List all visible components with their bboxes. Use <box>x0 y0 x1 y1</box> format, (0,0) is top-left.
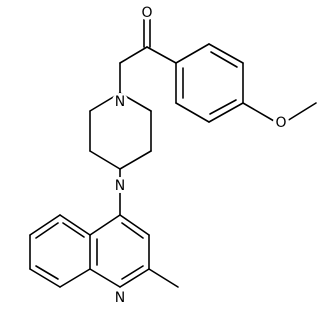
quinoline-n-label: N <box>115 290 125 306</box>
piperazine-n4-label: N <box>115 178 125 194</box>
bond-ar1 <box>175 43 210 64</box>
atom-piperazine-n1: N <box>112 93 128 110</box>
bond-q1 <box>119 214 150 236</box>
bond-b-inner1 <box>35 222 59 239</box>
carbonyl-oxygen-label: O <box>141 5 152 21</box>
piperazine-n1-label: N <box>115 94 125 110</box>
bond-b4 <box>29 268 61 288</box>
bond-q4 <box>89 268 121 288</box>
bond-ar5 <box>175 102 210 123</box>
ether-oxygen-label: O <box>275 115 286 131</box>
bond-q-inner2 <box>121 265 144 280</box>
atom-quinoline-n: N <box>112 289 128 306</box>
bond-pip4 <box>89 150 121 170</box>
bond-b-inner2 <box>35 265 59 280</box>
bond-ar-inner2 <box>209 99 237 115</box>
bond-b2 <box>29 214 61 236</box>
bond-q3 <box>119 268 150 288</box>
bonds <box>29 18 317 288</box>
bond-q-inner1 <box>121 222 144 239</box>
atom-ether-oxygen: O <box>273 114 289 131</box>
bond-b-inner3 <box>62 222 85 238</box>
bond-co-ch2 <box>119 46 148 64</box>
bond-pip3 <box>119 150 152 170</box>
bond-q6 <box>89 214 121 236</box>
bond-ar4 <box>208 102 244 123</box>
atom-carbonyl-oxygen: O <box>139 4 155 21</box>
bond-o-ch3 <box>286 102 317 122</box>
bond-ar-o <box>242 102 275 122</box>
bond-c2-ch3 <box>148 268 179 288</box>
bond-b1 <box>59 214 91 236</box>
bond-b5 <box>59 268 91 288</box>
bond-ar2 <box>208 43 244 64</box>
atom-piperazine-n4: N <box>112 177 128 194</box>
atom-labels: O O N N N <box>112 4 289 306</box>
bond-co-aryl <box>146 46 177 64</box>
bond-ar-inner1 <box>210 51 238 68</box>
